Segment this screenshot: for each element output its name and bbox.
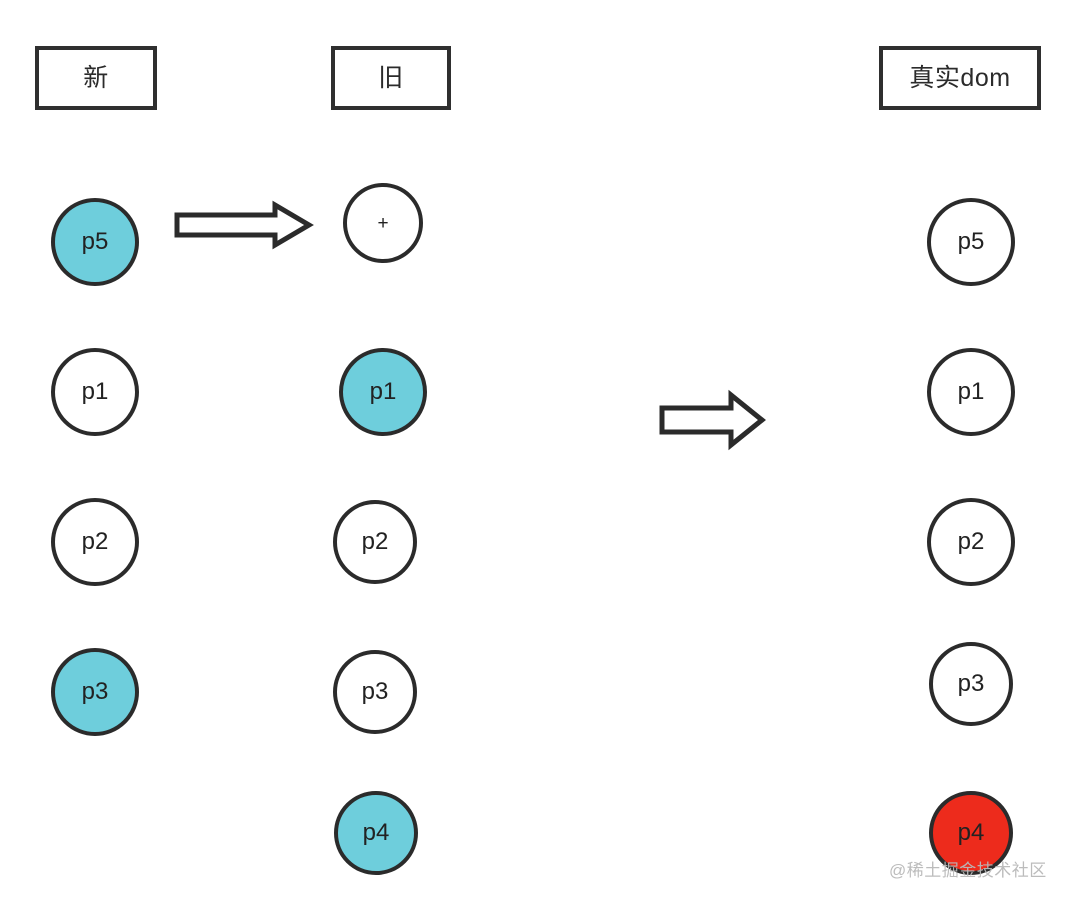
node-label: p1 bbox=[957, 378, 985, 405]
node-realdom-p1: p1 bbox=[927, 348, 1015, 436]
plus-icon: + bbox=[377, 212, 389, 234]
watermark: @稀土掘金技术社区 bbox=[889, 861, 1047, 880]
node-label: p5 bbox=[81, 228, 109, 255]
header-label-new: 新 bbox=[83, 63, 109, 92]
node-label: p2 bbox=[361, 528, 389, 555]
node-old-p2: p2 bbox=[333, 500, 417, 584]
node-new-p3: p3 bbox=[51, 648, 139, 736]
node-label: p1 bbox=[81, 378, 109, 405]
arrow-new-to-old-icon bbox=[174, 200, 314, 250]
node-label: p3 bbox=[81, 678, 109, 705]
node-label: p2 bbox=[957, 528, 985, 555]
node-label: p5 bbox=[957, 228, 985, 255]
node-new-p1: p1 bbox=[51, 348, 139, 436]
node-realdom-p5: p5 bbox=[927, 198, 1015, 286]
node-realdom-p3: p3 bbox=[929, 642, 1013, 726]
node-new-p2: p2 bbox=[51, 498, 139, 586]
arrow-old-to-real-dom-icon bbox=[659, 389, 766, 451]
node-label: p1 bbox=[369, 378, 397, 405]
header-box-real-dom: 真实dom bbox=[879, 46, 1041, 110]
node-realdom-p4: p4 bbox=[929, 791, 1013, 875]
node-new-p5: p5 bbox=[51, 198, 139, 286]
node-old-p4: p4 bbox=[334, 791, 418, 875]
node-old-p3: p3 bbox=[333, 650, 417, 734]
node-label: p3 bbox=[361, 678, 389, 705]
header-label-real-dom: 真实dom bbox=[909, 63, 1011, 92]
node-old-p1: p1 bbox=[339, 348, 427, 436]
node-label: p4 bbox=[362, 819, 390, 846]
header-box-old: 旧 bbox=[331, 46, 451, 110]
header-box-new: 新 bbox=[35, 46, 157, 110]
header-label-old: 旧 bbox=[378, 63, 404, 92]
node-realdom-p2: p2 bbox=[927, 498, 1015, 586]
node-label: p2 bbox=[81, 528, 109, 555]
node-label: p3 bbox=[957, 670, 985, 697]
node-label: p4 bbox=[957, 819, 985, 846]
node-old-plus: + bbox=[343, 183, 423, 263]
